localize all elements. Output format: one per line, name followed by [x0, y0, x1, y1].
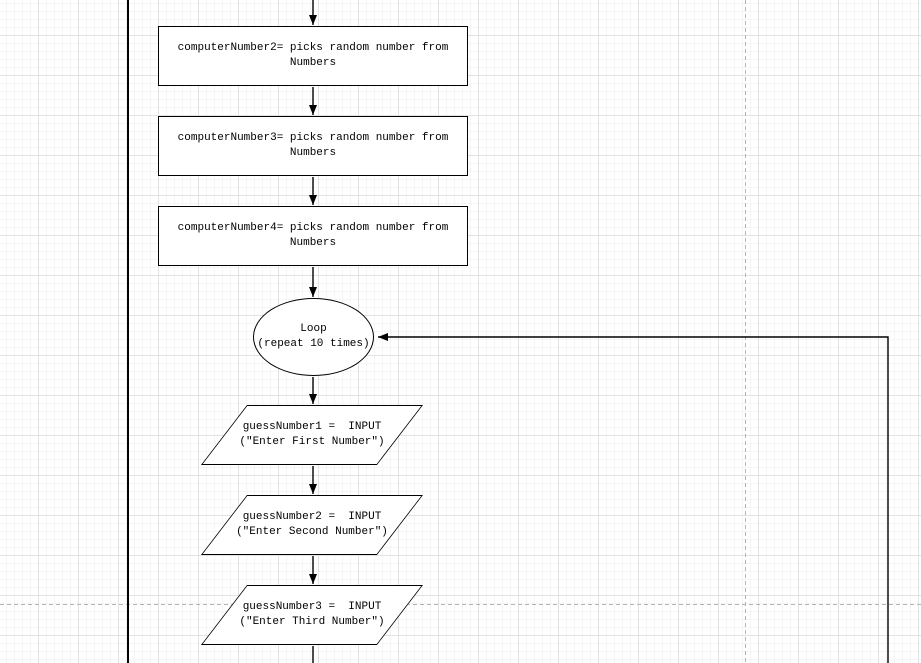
input-parallelogram-guessnumber1[interactable]: guessNumber1 = INPUT ("Enter First Numbe…: [200, 405, 423, 465]
process-box-computernumber3[interactable]: computerNumber3= picks random number fro…: [158, 116, 468, 176]
left-vertical-edge-line[interactable]: [127, 0, 129, 663]
process-label-line2: Numbers: [289, 237, 337, 249]
input-label-line2: ("Enter Third Number"): [239, 616, 385, 628]
input-label-line1: guessNumber2 = INPUT: [242, 511, 382, 523]
input-label-line2: ("Enter Second Number"): [236, 526, 388, 538]
input-parallelogram-label: guessNumber2 = INPUT ("Enter Second Numb…: [224, 495, 400, 555]
process-label-line2: Numbers: [289, 57, 337, 69]
process-label-line2: Numbers: [289, 147, 337, 159]
edge-loop-back[interactable]: [378, 333, 889, 663]
loop-label-line1: Loop: [300, 323, 327, 335]
process-box-computernumber2[interactable]: computerNumber2= picks random number fro…: [158, 26, 468, 86]
input-parallelogram-guessnumber3[interactable]: guessNumber3 = INPUT ("Enter Third Numbe…: [200, 585, 423, 645]
input-label-line1: guessNumber1 = INPUT: [242, 421, 382, 433]
process-label-line1: computerNumber2= picks random number fro…: [177, 42, 449, 54]
process-box-computernumber4[interactable]: computerNumber4= picks random number fro…: [158, 206, 468, 266]
input-label-line1: guessNumber3 = INPUT: [242, 601, 382, 613]
input-parallelogram-guessnumber2[interactable]: guessNumber2 = INPUT ("Enter Second Numb…: [200, 495, 423, 555]
process-box-label: computerNumber4= picks random number fro…: [159, 207, 467, 265]
process-label-line1: computerNumber3= picks random number fro…: [177, 132, 449, 144]
loop-label-line2: (repeat 10 times): [257, 338, 370, 350]
loop-ellipse-label: Loop (repeat 10 times): [254, 299, 373, 375]
input-parallelogram-label: guessNumber3 = INPUT ("Enter Third Numbe…: [224, 585, 400, 645]
process-box-label: computerNumber2= picks random number fro…: [159, 27, 467, 85]
page-guide-horizontal: [0, 604, 921, 605]
loop-ellipse[interactable]: Loop (repeat 10 times): [253, 298, 374, 376]
input-label-line2: ("Enter First Number"): [239, 436, 385, 448]
process-label-line1: computerNumber4= picks random number fro…: [177, 222, 449, 234]
page-guide-vertical: [745, 0, 746, 663]
input-parallelogram-label: guessNumber1 = INPUT ("Enter First Numbe…: [224, 405, 400, 465]
process-box-label: computerNumber3= picks random number fro…: [159, 117, 467, 175]
